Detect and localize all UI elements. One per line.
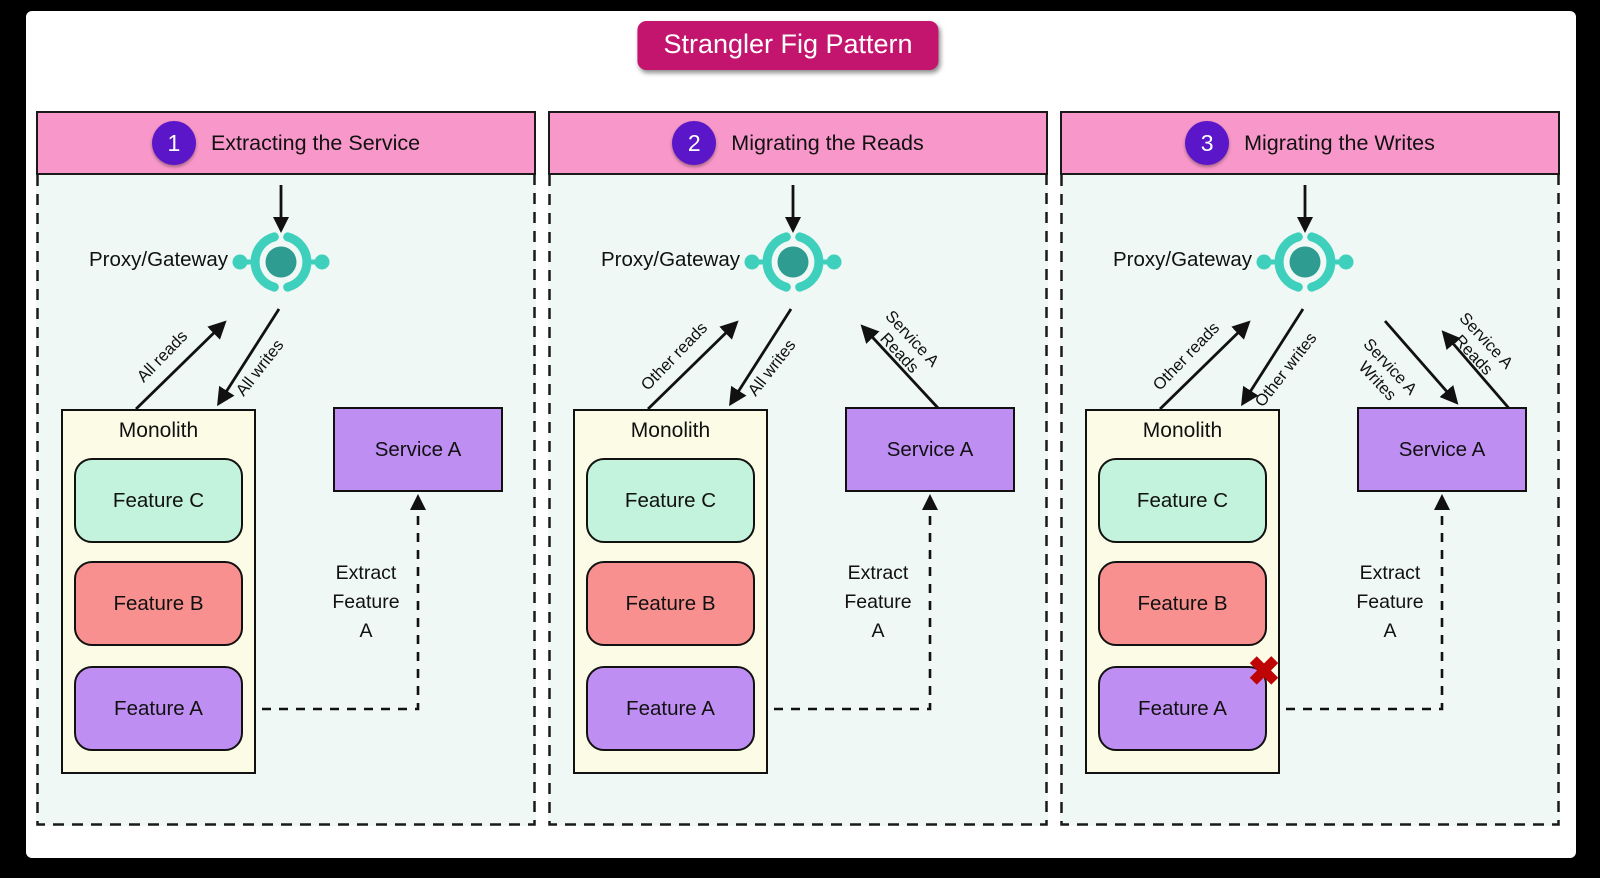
feature-b-box: Feature B: [586, 561, 755, 646]
feature-a-box: Feature A: [74, 666, 243, 751]
panel-border: [548, 175, 1048, 826]
extract-feature-arrow: [245, 494, 426, 711]
panel-border: [1060, 175, 1560, 826]
diagram-canvas: Strangler Fig Pattern 1 Extracting the S…: [26, 11, 1576, 858]
panel-2-header: 2 Migrating the Reads: [548, 111, 1048, 175]
panel-extracting-the-service: 1 Extracting the Service: [36, 111, 536, 826]
panel-1-title: Extracting the Service: [210, 130, 421, 155]
monolith-title: Monolith: [118, 419, 199, 442]
panel-migrating-the-writes: 3 Migrating the Writes: [1060, 111, 1560, 826]
extract-feature-label: Extract Feature A: [332, 562, 400, 642]
extract-feature-label: Extract Feature A: [844, 562, 912, 642]
step-number-badge: 3: [1185, 121, 1230, 165]
diagram-title: Strangler Fig Pattern: [637, 21, 939, 70]
incoming-traffic-arrow: [1297, 185, 1313, 233]
service-a-writes-arrow: Service A Writes: [1346, 320, 1459, 414]
monolith-box: Monolith Feature C Feature B Feature A: [61, 409, 256, 774]
incoming-traffic-arrow: [785, 185, 801, 233]
panel-2-body: Other reads All writes Service A Reads: [548, 175, 1048, 826]
service-a-reads-arrow: Service A Reads: [860, 307, 942, 409]
writes-arrow-label: Other writes: [1252, 329, 1321, 410]
extract-feature-arrow: [1269, 494, 1450, 711]
service-a-writes-label: Service A Writes: [1346, 335, 1423, 414]
panel-1-header: 1 Extracting the Service: [36, 111, 536, 175]
panel-1-body: All reads All writes Proxy/Gateway Monol…: [36, 175, 536, 826]
extract-feature-arrow: [757, 494, 938, 711]
proxy-gateway-label: Proxy/Gateway: [1113, 248, 1252, 271]
panel-2-arrows-layer: Other reads All writes Service A Reads: [548, 175, 1048, 826]
step-number-badge: 1: [151, 121, 196, 165]
panel-migrating-the-reads: 2 Migrating the Reads: [548, 111, 1048, 826]
reads-arrow: All reads: [134, 320, 227, 411]
reads-arrow: Other reads: [638, 319, 739, 411]
service-a-box: Service A: [333, 407, 503, 492]
feature-b-box: Feature B: [74, 561, 243, 646]
reads-arrow-label: All reads: [134, 327, 192, 386]
proxy-gateway-icon: [744, 232, 842, 292]
feature-c-box: Feature C: [74, 458, 243, 543]
panel-border: [36, 175, 536, 826]
panel-1-arrows-layer: All reads All writes: [36, 175, 536, 826]
feature-a-box: Feature A: [1098, 666, 1267, 751]
feature-c-box: Feature C: [1098, 458, 1267, 543]
service-a-box: Service A: [845, 407, 1015, 492]
writes-arrow: All writes: [729, 308, 799, 407]
panel-2-title: Migrating the Reads: [731, 130, 924, 155]
monolith-box: Monolith Feature C Feature B Feature A: [1085, 409, 1280, 774]
panel-3-arrows-layer: Other reads Other writes Service A Write…: [1060, 175, 1560, 826]
step-number-badge: 2: [672, 121, 717, 165]
service-a-box: Service A: [1357, 407, 1527, 492]
monolith-title: Monolith: [1142, 419, 1223, 442]
proxy-gateway-label: Proxy/Gateway: [601, 248, 740, 271]
proxy-gateway-icon: [232, 232, 330, 292]
feature-b-box: Feature B: [1098, 561, 1267, 646]
reads-arrow: Other reads: [1150, 319, 1251, 411]
writes-arrow: All writes: [217, 308, 287, 407]
panel-3-body: Other reads Other writes Service A Write…: [1060, 175, 1560, 826]
monolith-box: Monolith Feature C Feature B Feature A: [573, 409, 768, 774]
proxy-gateway-label: Proxy/Gateway: [89, 248, 228, 271]
panel-3-title: Migrating the Writes: [1244, 130, 1435, 155]
incoming-traffic-arrow: [273, 185, 289, 233]
extract-feature-label: Extract Feature A: [1356, 562, 1424, 642]
monolith-title: Monolith: [630, 419, 711, 442]
panel-3-header: 3 Migrating the Writes: [1060, 111, 1560, 175]
feature-c-box: Feature C: [586, 458, 755, 543]
blocked-x-icon: ✖: [1247, 650, 1281, 694]
proxy-gateway-icon: [1256, 232, 1354, 292]
feature-a-box: Feature A: [586, 666, 755, 751]
writes-arrow: Other writes: [1241, 308, 1321, 411]
